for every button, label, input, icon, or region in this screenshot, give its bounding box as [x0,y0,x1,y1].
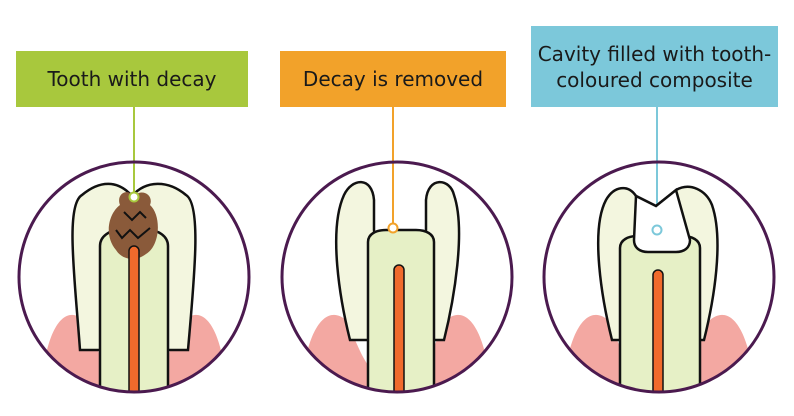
decay-spot [108,192,158,259]
panel-circle [542,160,776,394]
label-text: Tooth with decay [47,67,217,91]
pulp-canal [393,264,405,392]
panel-cavity-filled [542,107,776,394]
panel-circle [17,160,251,394]
label-tooth-with-decay: Tooth with decay [16,51,248,107]
pointer-dot [128,191,140,203]
pointer-dot [387,222,399,234]
label-text: Cavity filled with tooth-coloured compos… [537,41,772,92]
label-text: Decay is removed [302,67,484,91]
pulp-canal [652,269,664,392]
pointer-dot [651,224,663,236]
pulp-canal [128,245,140,392]
label-cavity-filled: Cavity filled with tooth-coloured compos… [531,26,778,107]
decay-cracks [115,210,151,240]
panel-decay-removed [280,107,514,394]
panel-tooth-with-decay [17,107,251,394]
gum-right [156,314,228,392]
panel-circle [280,160,514,394]
gum-left [40,314,112,392]
composite-filling [632,187,692,254]
label-decay-removed: Decay is removed [280,51,506,107]
